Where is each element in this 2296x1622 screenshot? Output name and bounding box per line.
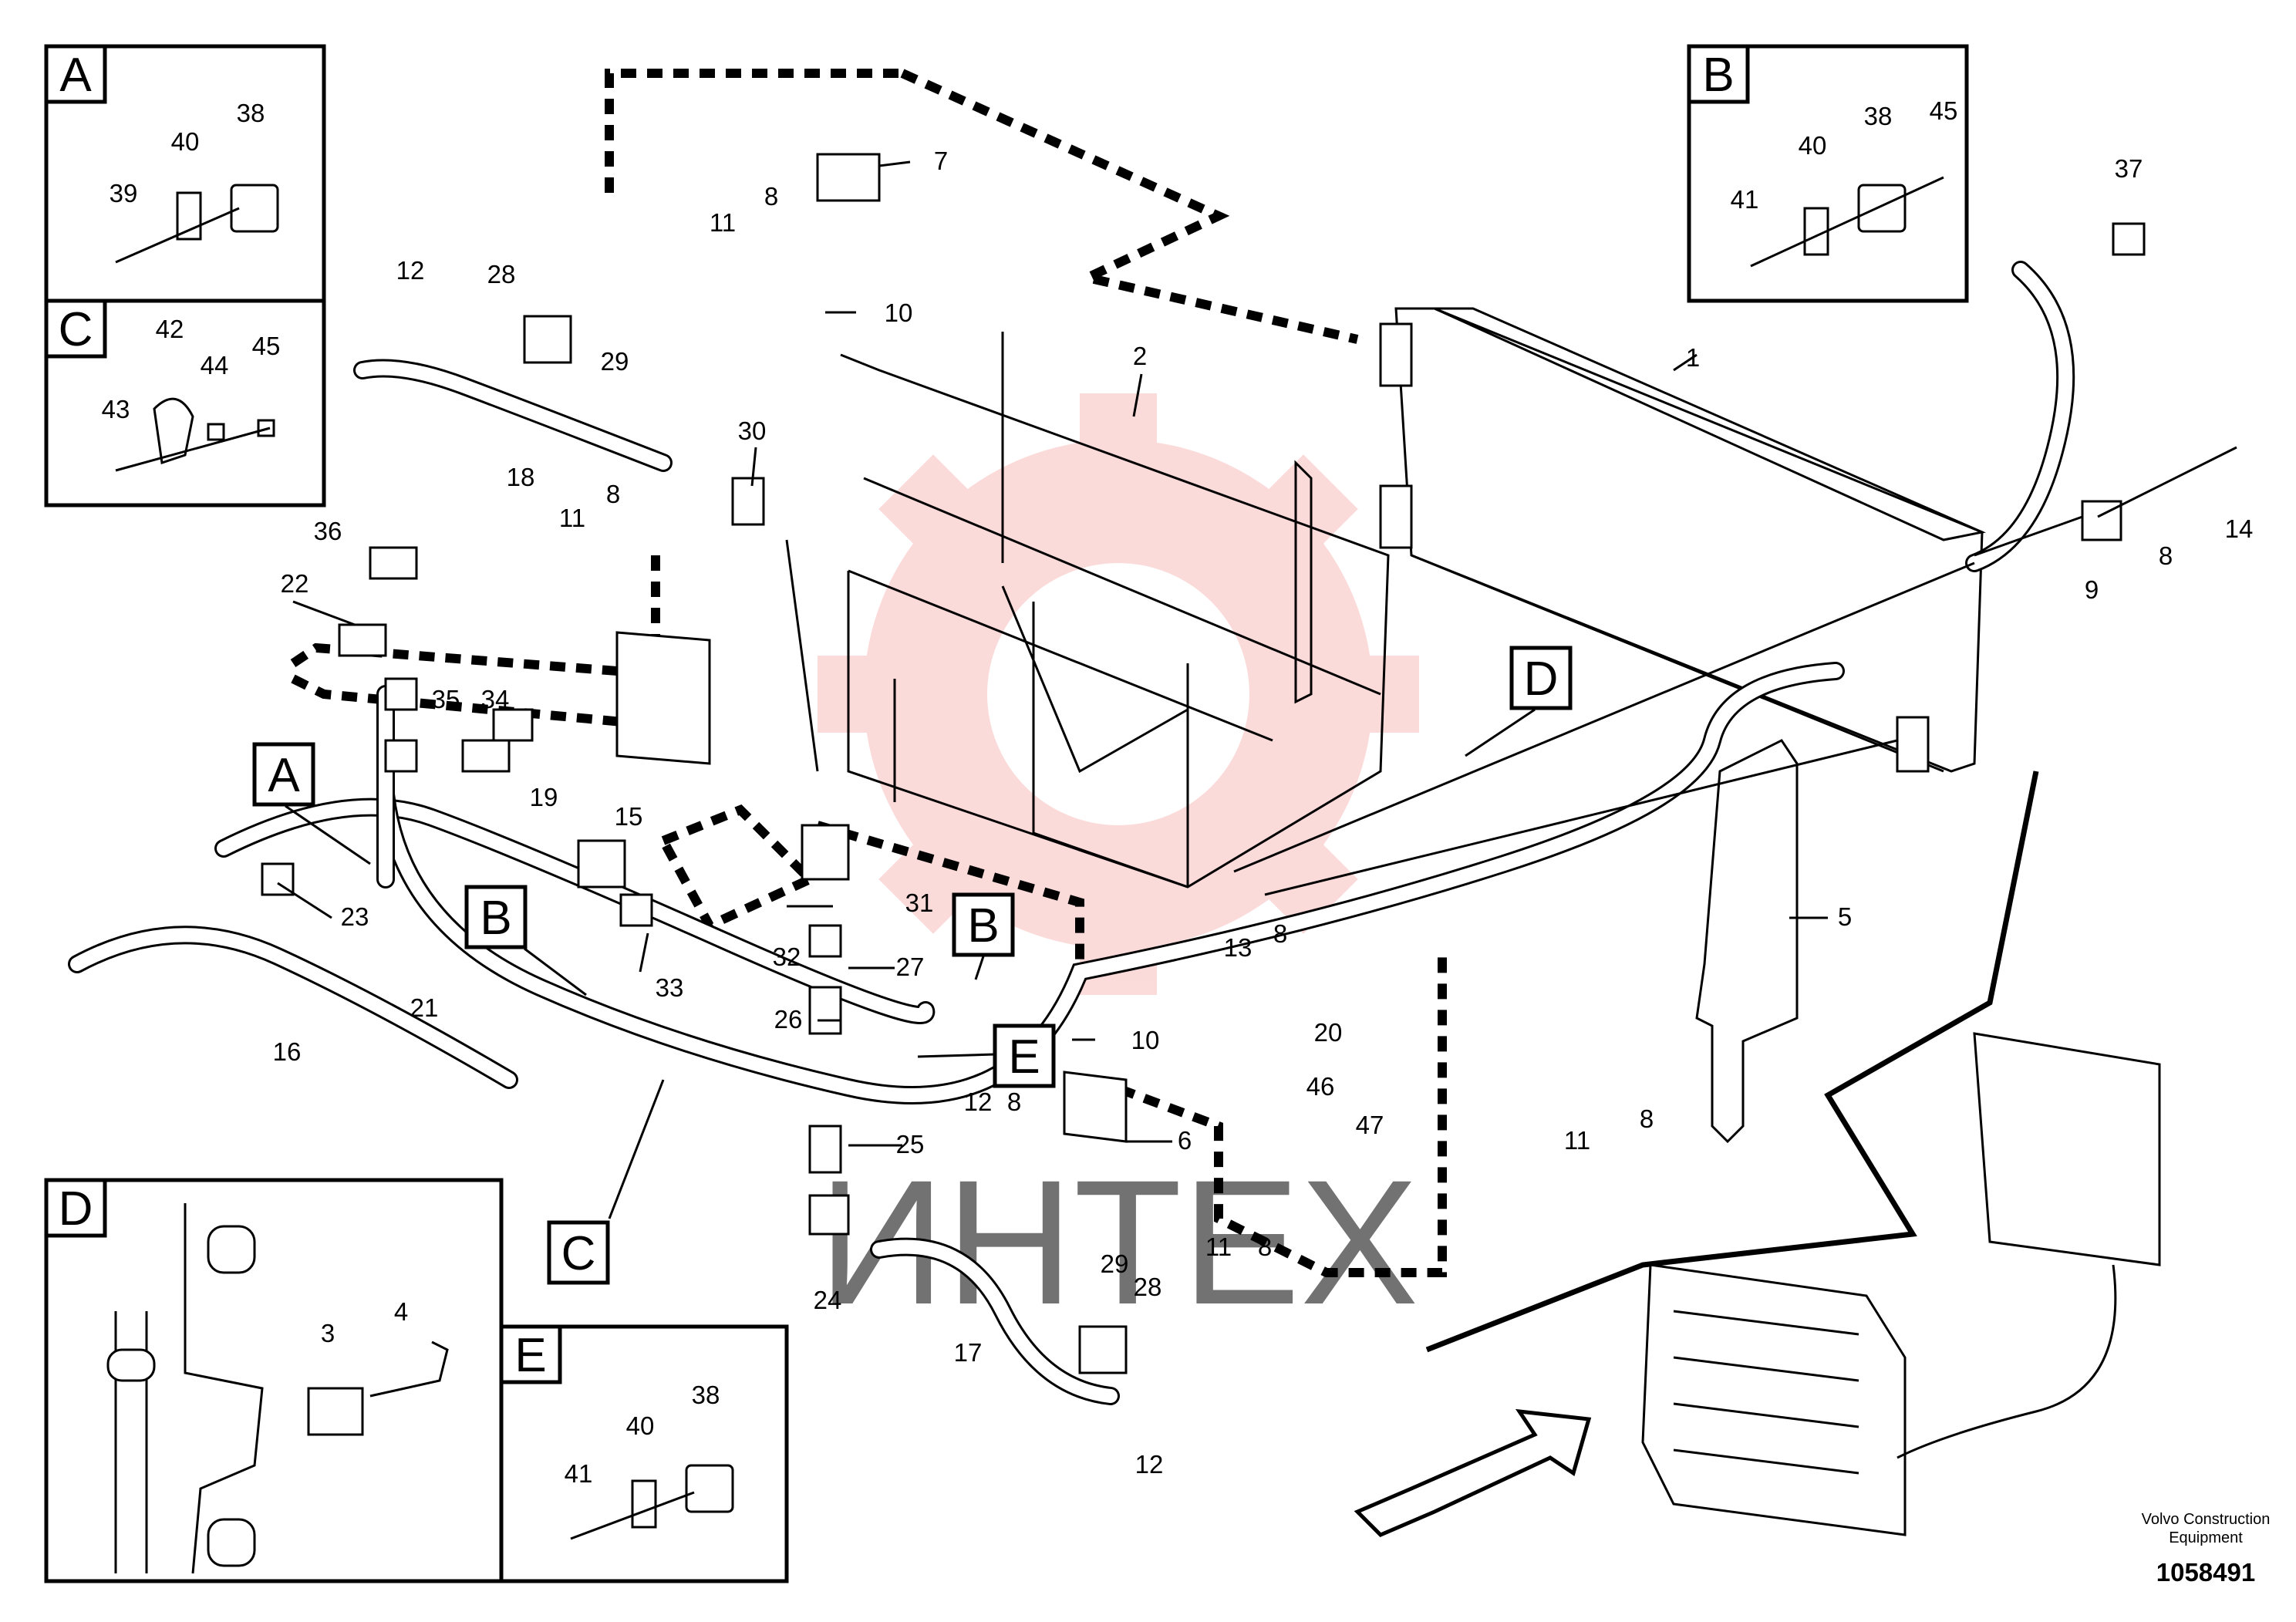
callout-28: 28 (1134, 1273, 1162, 1301)
callout-14: 14 (2225, 514, 2254, 543)
inset-e-callout: 41 (565, 1459, 593, 1488)
callout-8: 8 (764, 182, 778, 211)
inset-a-callout: 40 (171, 127, 200, 156)
callout-28: 28 (487, 260, 516, 288)
detail-tag-e: E (1008, 1030, 1040, 1084)
callout-26: 26 (774, 1005, 803, 1034)
inset-b-callout: 45 (1930, 96, 1958, 125)
callout-20: 20 (1314, 1018, 1343, 1047)
fittings (230, 153, 2146, 1374)
callout-21: 21 (410, 993, 439, 1022)
callout-1: 1 (1686, 343, 1700, 372)
detail-tag-b2: B (967, 899, 999, 953)
support-frame (840, 332, 1390, 889)
callout-10: 10 (885, 298, 913, 327)
callout-8: 8 (606, 480, 620, 508)
callout-31: 31 (905, 889, 934, 917)
leader-lines (277, 160, 2237, 1147)
callout-8: 8 (1007, 1088, 1021, 1116)
callout-6: 6 (1178, 1126, 1192, 1155)
inset-a-letter: A (59, 49, 92, 102)
callout-13: 13 (1224, 933, 1253, 962)
callout-24: 24 (814, 1286, 842, 1314)
inset-a: A 40 38 39 (44, 44, 326, 303)
callout-7: 7 (934, 147, 948, 175)
inset-d: D 3 4 (44, 1178, 504, 1583)
inset-b-letter: B (1702, 49, 1734, 102)
callout-33: 33 (656, 973, 684, 1002)
footer: Volvo Construction Equipment 1058491 (2142, 1511, 2271, 1587)
inset-e-callout: 40 (626, 1411, 655, 1440)
callout-18: 18 (507, 463, 535, 491)
callouts: 1 2 5 6 7 8 8 8 8 8 8 8 9 10 10 11 11 11… (273, 147, 2254, 1479)
detail-tag-b: B (480, 892, 511, 945)
inset-e-letter: E (514, 1329, 546, 1382)
footer-company: Volvo Construction (2142, 1511, 2271, 1528)
detail-tag-a: A (268, 749, 300, 802)
callout-16: 16 (273, 1037, 302, 1066)
inset-b: B 40 38 45 41 (1687, 44, 1969, 303)
hoses (68, 261, 2075, 1405)
callout-11: 11 (559, 504, 585, 532)
inset-d-callout: 3 (321, 1319, 335, 1347)
callout-46: 46 (1306, 1072, 1335, 1101)
inset-b-callout: 41 (1731, 185, 1759, 214)
callout-8: 8 (2159, 541, 2173, 570)
callout-8: 8 (1273, 919, 1287, 948)
callout-8: 8 (1258, 1233, 1272, 1261)
inset-c: C 42 44 45 43 (44, 298, 326, 508)
inset-c-callout: 42 (156, 315, 184, 343)
callout-11: 11 (1564, 1126, 1590, 1155)
inset-b-callout: 40 (1799, 131, 1827, 160)
callout-25: 25 (896, 1130, 925, 1158)
callout-8: 8 (1640, 1104, 1654, 1133)
inset-d-callout: 4 (394, 1297, 408, 1326)
inset-c-callout: 43 (102, 395, 130, 423)
inset-a-callout: 39 (110, 179, 138, 207)
callout-36: 36 (314, 517, 342, 545)
callout-10: 10 (1131, 1026, 1160, 1054)
figure-number: 1058491 (2156, 1558, 2255, 1587)
callout-5: 5 (1838, 902, 1852, 931)
callout-17: 17 (954, 1338, 983, 1367)
callout-27: 27 (896, 953, 925, 981)
callout-37: 37 (2115, 154, 2143, 183)
detail-tags: A B B C D E (252, 646, 1573, 1285)
callout-47: 47 (1356, 1111, 1384, 1139)
inset-b-callout: 38 (1864, 102, 1893, 130)
callout-35: 35 (432, 685, 460, 713)
inset-e: E 40 38 41 (499, 1324, 789, 1583)
inset-c-callout: 45 (252, 332, 281, 360)
callout-2: 2 (1133, 342, 1147, 370)
direction-arrow (1354, 771, 2039, 1537)
detail-tag-c: C (561, 1227, 596, 1280)
callout-30: 30 (738, 416, 767, 445)
callout-15: 15 (615, 802, 643, 831)
callout-32: 32 (773, 943, 801, 971)
inset-d-letter: D (59, 1182, 93, 1236)
bracket-5 (1695, 739, 1799, 1144)
radiator-cooler (1379, 307, 1986, 773)
callout-11: 11 (1205, 1233, 1232, 1261)
callout-19: 19 (530, 783, 558, 811)
callout-12: 12 (396, 256, 425, 285)
callout-11: 11 (710, 208, 736, 237)
callout-22: 22 (281, 569, 309, 598)
callout-12: 12 (964, 1088, 993, 1116)
inset-e-callout: 38 (692, 1381, 720, 1409)
callout-34: 34 (481, 685, 510, 713)
footer-company-line2: Equipment (2169, 1529, 2243, 1546)
callout-9: 9 (2085, 575, 2099, 604)
callout-29: 29 (1101, 1249, 1129, 1278)
inset-a-callout: 38 (237, 99, 265, 127)
callout-12: 12 (1135, 1450, 1164, 1479)
inset-c-callout: 44 (201, 351, 229, 379)
detail-tag-d: D (1524, 653, 1559, 706)
callout-23: 23 (341, 902, 369, 931)
overview-cooling-unit (1641, 1032, 2161, 1536)
inset-c-letter: C (59, 303, 93, 356)
callout-29: 29 (601, 347, 629, 376)
